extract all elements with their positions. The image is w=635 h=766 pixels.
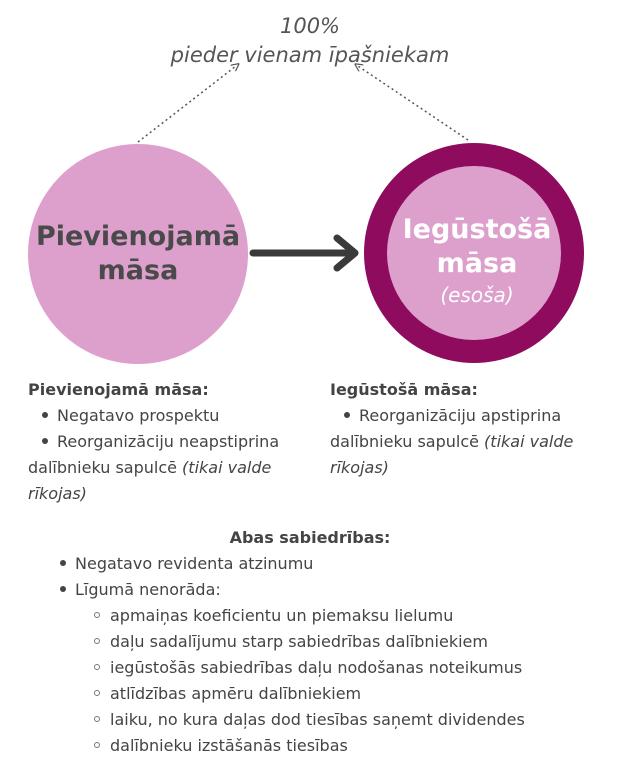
both-sub-item: apmaiņas koeficientu un piemaksu lielumu xyxy=(60,603,620,629)
acquired-sister-line1: Pievienojamā xyxy=(35,221,241,252)
acquiring-sister-sub: (esoša) xyxy=(440,283,514,307)
acquired-sister-info: Pievienojamā māsa: Negatavo prospektu Re… xyxy=(28,377,318,507)
bullet-dot xyxy=(60,559,66,566)
acquiring-info-title: Iegūstošā māsa: xyxy=(330,380,478,399)
both-sub-item-text: daļu sadalījumu starp sabiedrības dalībn… xyxy=(110,632,488,651)
both-sub-item-text: iegūstošās sabiedrības daļu nodošanas no… xyxy=(110,658,523,677)
both-sub-item-text: dalībnieku izstāšanās tiesības xyxy=(110,736,348,755)
both-bullet-1: Negatavo revidenta atzinumu xyxy=(60,551,620,577)
acquiring-info-bullet-1-text: Reorganizāciju apstiprina xyxy=(359,406,562,425)
both-sub-item: iegūstošās sabiedrības daļu nodošanas no… xyxy=(60,655,620,681)
sub-bullet-ring xyxy=(94,637,100,644)
bullet-dot xyxy=(42,437,48,444)
both-bullet-1-text: Negatavo revidenta atzinumu xyxy=(75,554,314,573)
acquiring-info-note-a: (tikai valde xyxy=(484,432,574,451)
acquiring-info-bullet-1: Reorganizāciju apstiprina xyxy=(330,403,600,429)
ownership-percent: 100% xyxy=(279,14,341,38)
ownership-description: pieder vienam īpašniekam xyxy=(170,43,450,67)
bullet-dot xyxy=(60,585,66,592)
both-sub-item-text: laiku, no kura daļas dod tiesības saņemt… xyxy=(110,710,525,729)
acquiring-info-bullet-1-cont: dalībnieku sapulcē (tikai valde xyxy=(330,429,600,455)
acquired-sister-label: Pievienojamā māsa xyxy=(28,220,248,288)
acquiring-info-bullet-1-text-b: dalībnieku sapulcē xyxy=(330,432,485,451)
left-dotted-arrow xyxy=(137,66,236,143)
bullet-dot xyxy=(42,411,48,418)
acquired-info-note-b: rīkojas) xyxy=(28,484,87,503)
sub-bullet-ring xyxy=(94,715,100,722)
acquired-info-bullet-2-cont: dalībnieku sapulcē (tikai valde xyxy=(28,455,318,481)
acquired-info-bullet-2-cont2: rīkojas) xyxy=(28,481,318,507)
acquired-info-bullet-1: Negatavo prospektu xyxy=(28,403,318,429)
acquiring-info-note-b: rīkojas) xyxy=(330,458,389,477)
acquiring-sister-label: Iegūstošā māsa (esoša) xyxy=(392,213,562,309)
acquired-info-bullet-2-text: Reorganizāciju neapstiprina xyxy=(57,432,280,451)
acquired-info-bullet-2-text-b: dalībnieku sapulcē xyxy=(28,458,183,477)
both-sub-item: atlīdzības apmēru dalībniekiem xyxy=(60,681,620,707)
both-companies-info: Abas sabiedrības: Negatavo revidenta atz… xyxy=(60,525,620,759)
ownership-label: 100% pieder vienam īpašniekam xyxy=(0,12,620,70)
acquired-info-bullet-2: Reorganizāciju neapstiprina xyxy=(28,429,318,455)
both-sub-item-text: apmaiņas koeficientu un piemaksu lielumu xyxy=(110,606,454,625)
sub-bullet-ring xyxy=(94,741,100,748)
acquiring-sister-inner-circle xyxy=(387,166,561,340)
right-dotted-arrow xyxy=(358,66,469,141)
acquiring-sister-info: Iegūstošā māsa: Reorganizāciju apstiprin… xyxy=(330,377,600,481)
both-bullet-2-text: Līgumā nenorāda: xyxy=(75,580,221,599)
both-companies-title: Abas sabiedrības: xyxy=(229,528,391,547)
both-sub-item: laiku, no kura daļas dod tiesības saņemt… xyxy=(60,707,620,733)
both-bullet-2: Līgumā nenorāda: xyxy=(60,577,620,603)
sub-bullet-ring xyxy=(94,689,100,696)
merge-arrow xyxy=(249,234,359,272)
acquired-info-title: Pievienojamā māsa: xyxy=(28,380,209,399)
both-sub-item: daļu sadalījumu starp sabiedrības dalībn… xyxy=(60,629,620,655)
both-sub-item-text: atlīdzības apmēru dalībniekiem xyxy=(110,684,362,703)
acquired-sister-line2: māsa xyxy=(97,255,179,286)
sub-bullet-ring xyxy=(94,611,100,618)
acquiring-info-bullet-1-cont2: rīkojas) xyxy=(330,455,600,481)
acquiring-sister-line2: māsa xyxy=(436,248,518,279)
acquired-sister-circle xyxy=(28,144,248,364)
both-sub-item: dalībnieku izstāšanās tiesības xyxy=(60,733,620,759)
sub-bullet-ring xyxy=(94,663,100,670)
acquired-info-bullet-1-text: Negatavo prospektu xyxy=(57,406,220,425)
acquiring-sister-line1: Iegūstošā xyxy=(402,214,552,245)
bullet-dot xyxy=(344,411,350,418)
acquired-info-note-a: (tikai valde xyxy=(182,458,272,477)
